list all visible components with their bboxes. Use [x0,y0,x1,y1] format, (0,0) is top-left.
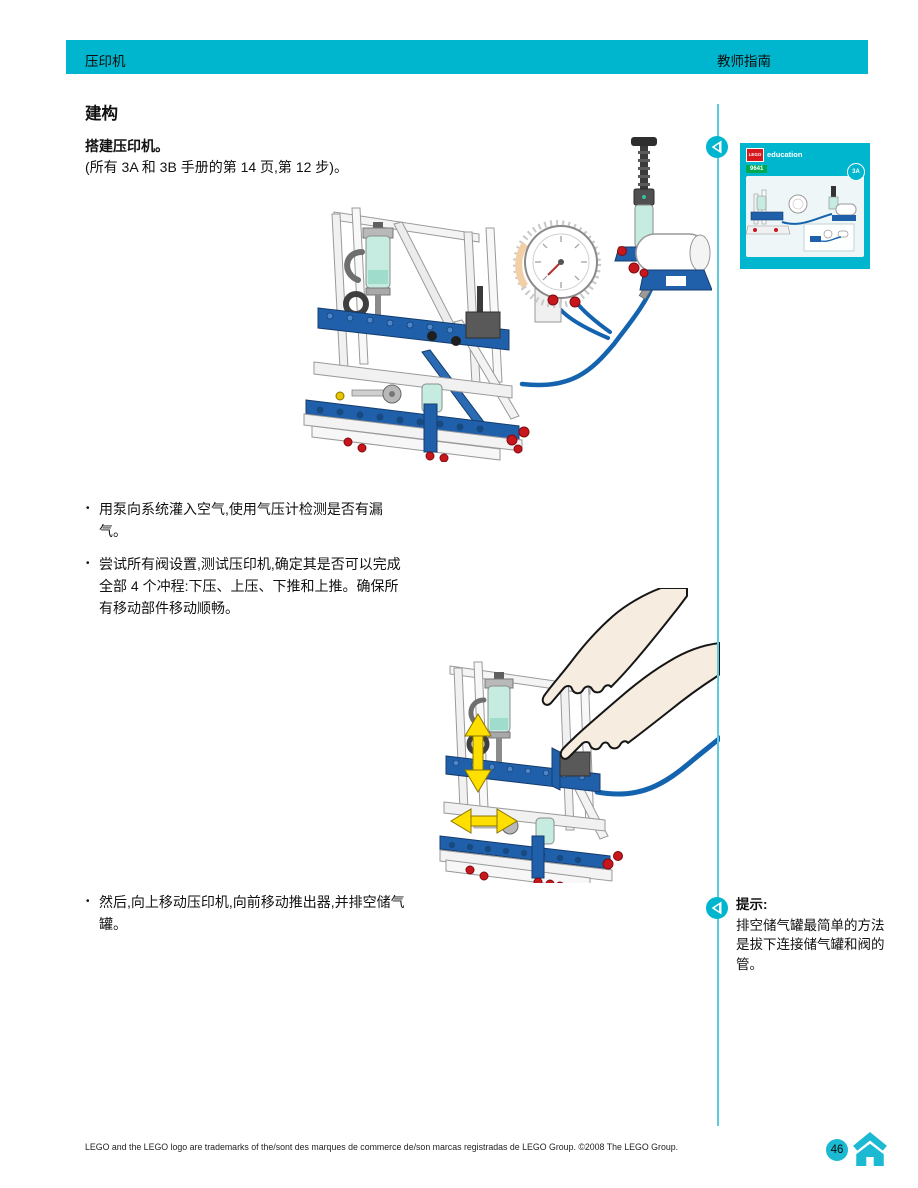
hands [541,588,720,760]
press-system-illustration [303,137,712,462]
header-bar: 压印机 教师指南 [66,40,868,74]
bullet-marker: • [86,896,90,907]
tip-label: 提示: [736,897,768,912]
air-tank [628,233,712,291]
bullet-marker: • [86,558,90,569]
list-item: • 然后,向上移动压印机,向前移动推出器,并排空储气罐。 [85,891,409,935]
air-tube [594,735,720,797]
bullet-text: 尝试所有阀设置,测试压印机,确定其是否可以完成全部 4 个冲程:下压、上压、下推… [99,556,401,616]
bullet-text: 然后,向上移动压印机,向前移动推出器,并排空储气罐。 [99,894,405,932]
intro-reference: (所有 3A 和 3B 手册的第 14 页,第 12 步)。 [85,159,348,175]
section-title: 建构 [85,105,118,123]
left-hand [541,588,688,706]
thumbnail-cover-art [746,176,864,257]
header-guide-title: 教师指南 [717,54,771,69]
intro-lead: 搭建压印机。 [85,138,169,154]
tip-text: 排空储气罐最简单的方法是拔下连接储气罐和阀的管。 [736,917,885,972]
booklet-badge: 3A [847,163,865,181]
lego-logo: LEGO [746,147,764,162]
legal-text: LEGO and the LEGO logo are trademarks of… [85,1142,679,1152]
tip-note: 提示: 排空储气罐最简单的方法是拔下连接储气罐和阀的管。 [736,895,890,974]
thumbnail-header: LEGO education [746,147,803,162]
education-wordmark: education [767,150,803,159]
bullet-list: • 然后,向上移动压印机,向前移动推出器,并排空储气罐。 [85,891,409,946]
set-number-badge: 9641 [746,165,768,173]
home-icon[interactable] [852,1131,888,1167]
instruction-booklet-thumbnail: LEGO education 9641 3A [740,143,870,269]
press-machine [303,207,530,462]
list-item: • 用泵向系统灌入空气,使用气压计检测是否有漏气。 [85,498,409,542]
mini-model-art [746,186,857,252]
bullet-text: 用泵向系统灌入空气,使用气压计检测是否有漏气。 [99,501,383,539]
pressure-gauge [513,220,601,323]
motion-arrows [450,713,518,834]
back-arrow-icon[interactable] [705,135,729,159]
hands-pressing-illustration [439,588,720,883]
sidebar-rule [717,104,719,1126]
list-item: • 尝试所有阀设置,测试压印机,确定其是否可以完成全部 4 个冲程:下压、上压、… [85,553,409,619]
press-cylinder [362,222,394,317]
header-model-title: 压印机 [85,54,126,69]
tip-arrow-icon[interactable] [705,896,729,920]
bullet-list: • 用泵向系统灌入空气,使用气压计检测是否有漏气。 • 尝试所有阀设置,测试压印… [85,498,409,630]
page-number-badge: 46 [826,1139,848,1161]
right-hand [559,642,720,760]
intro-block: 搭建压印机。 (所有 3A 和 3B 手册的第 14 页,第 12 步)。 [85,136,445,178]
bullet-marker: • [86,503,90,514]
